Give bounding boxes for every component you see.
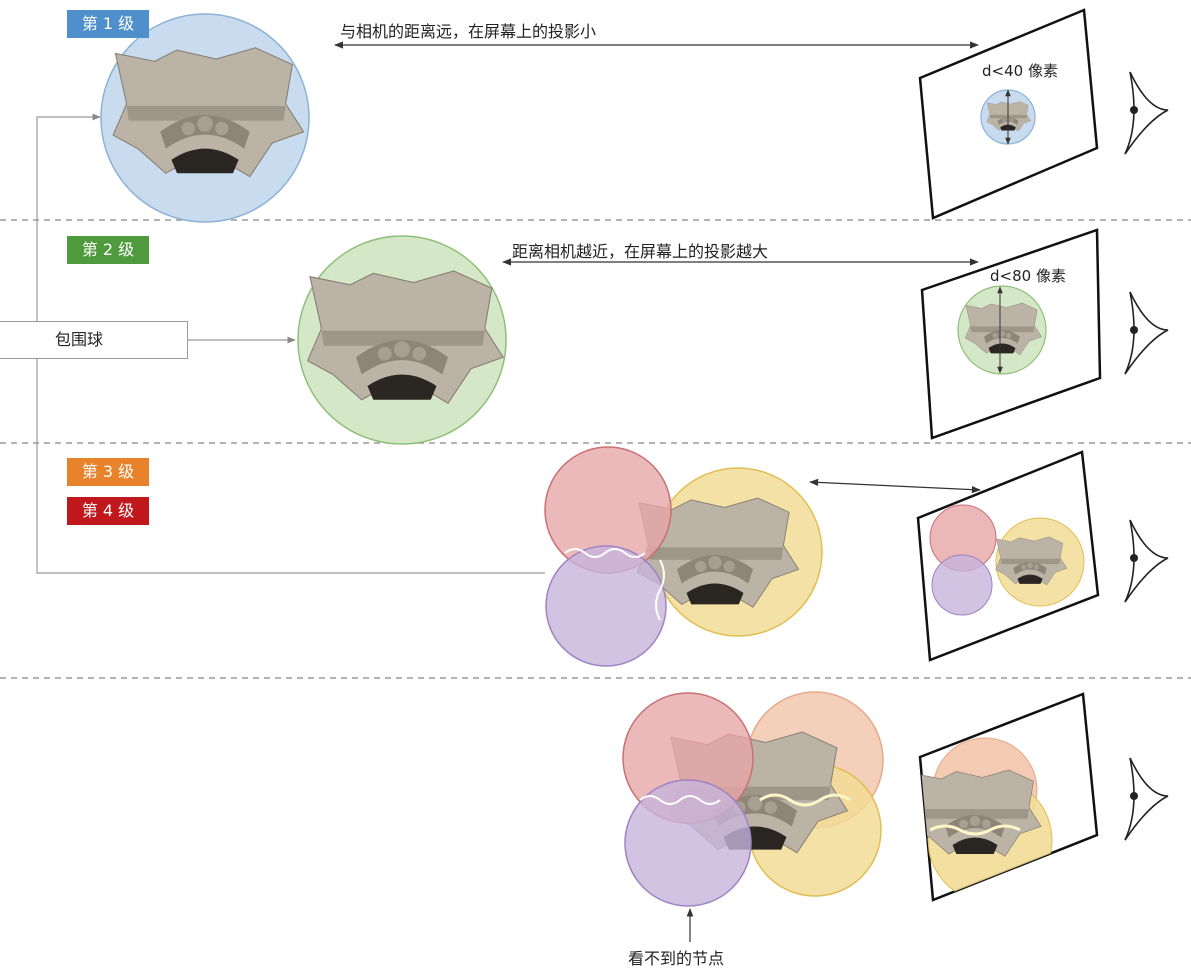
d40-label: d<40 像素	[982, 62, 1058, 80]
screen-4	[918, 692, 1099, 902]
level4-spheres	[622, 691, 884, 907]
near-distance-label: 距离相机越近，在屏幕上的投影越大	[512, 242, 769, 261]
eye-icon	[1124, 757, 1169, 841]
eye-icon	[1124, 71, 1169, 155]
level3-4-spheres	[544, 446, 823, 667]
eye-icon	[1124, 519, 1169, 603]
bounding-sphere-connectors	[36, 113, 545, 574]
eye-icon	[1124, 291, 1169, 375]
connector-to-level1	[36, 113, 101, 322]
connector-to-level3	[36, 358, 545, 574]
level-2-label: 第 2 级	[67, 236, 149, 264]
screen-1	[918, 8, 1099, 220]
level2-sphere	[297, 235, 507, 445]
level-1-label: 第 1 级	[67, 10, 149, 38]
bounding-sphere-box: 包围球	[0, 321, 188, 359]
level1-sphere	[100, 13, 310, 223]
level3-distance-arrow	[809, 478, 981, 494]
screen-2	[920, 228, 1102, 440]
d80-label: d<80 像素	[990, 267, 1066, 285]
far-distance-label: 与相机的距离远，在屏幕上的投影小	[340, 22, 597, 41]
level-3-label: 第 3 级	[67, 458, 149, 486]
invisible-node-label: 看不到的节点	[628, 949, 725, 968]
level-4-label: 第 4 级	[67, 497, 149, 525]
screen-3	[916, 450, 1100, 662]
